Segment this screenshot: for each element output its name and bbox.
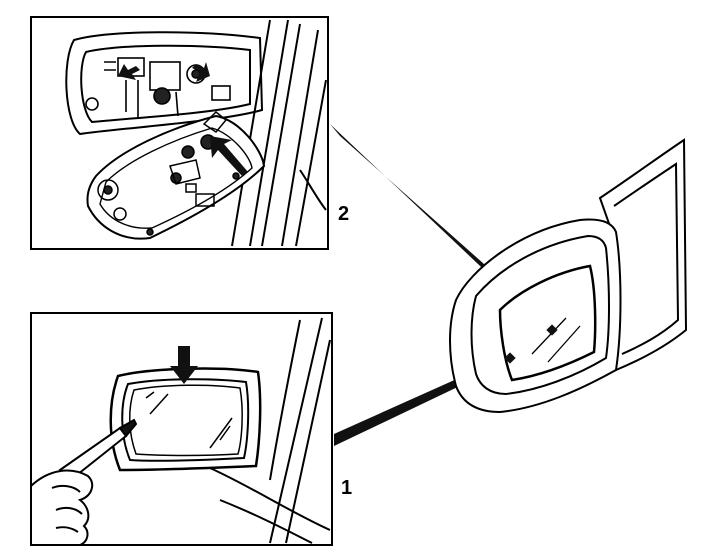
arrow-diagonal-icon [192,62,210,82]
door-edge [598,138,688,372]
arrow-diagonal-icon [118,64,140,80]
detail-panel-2 [30,16,329,250]
mirror-housing [109,367,262,472]
door-pillar [209,317,331,544]
leader-2-end [546,324,558,336]
callout-1: 1 [341,477,353,499]
detail-panel-1 [30,312,333,546]
arrow-diagonal-icon [210,136,248,176]
main-mirror [449,138,688,414]
door-pillar [231,19,327,247]
backplate-details [97,110,240,236]
arrow-down-icon [170,346,198,384]
callout-2: 2 [338,203,350,225]
leader-1-end [504,352,516,364]
mirror-glass [128,384,243,457]
mirror-glass-main [498,264,597,382]
hand-icon [30,469,94,546]
